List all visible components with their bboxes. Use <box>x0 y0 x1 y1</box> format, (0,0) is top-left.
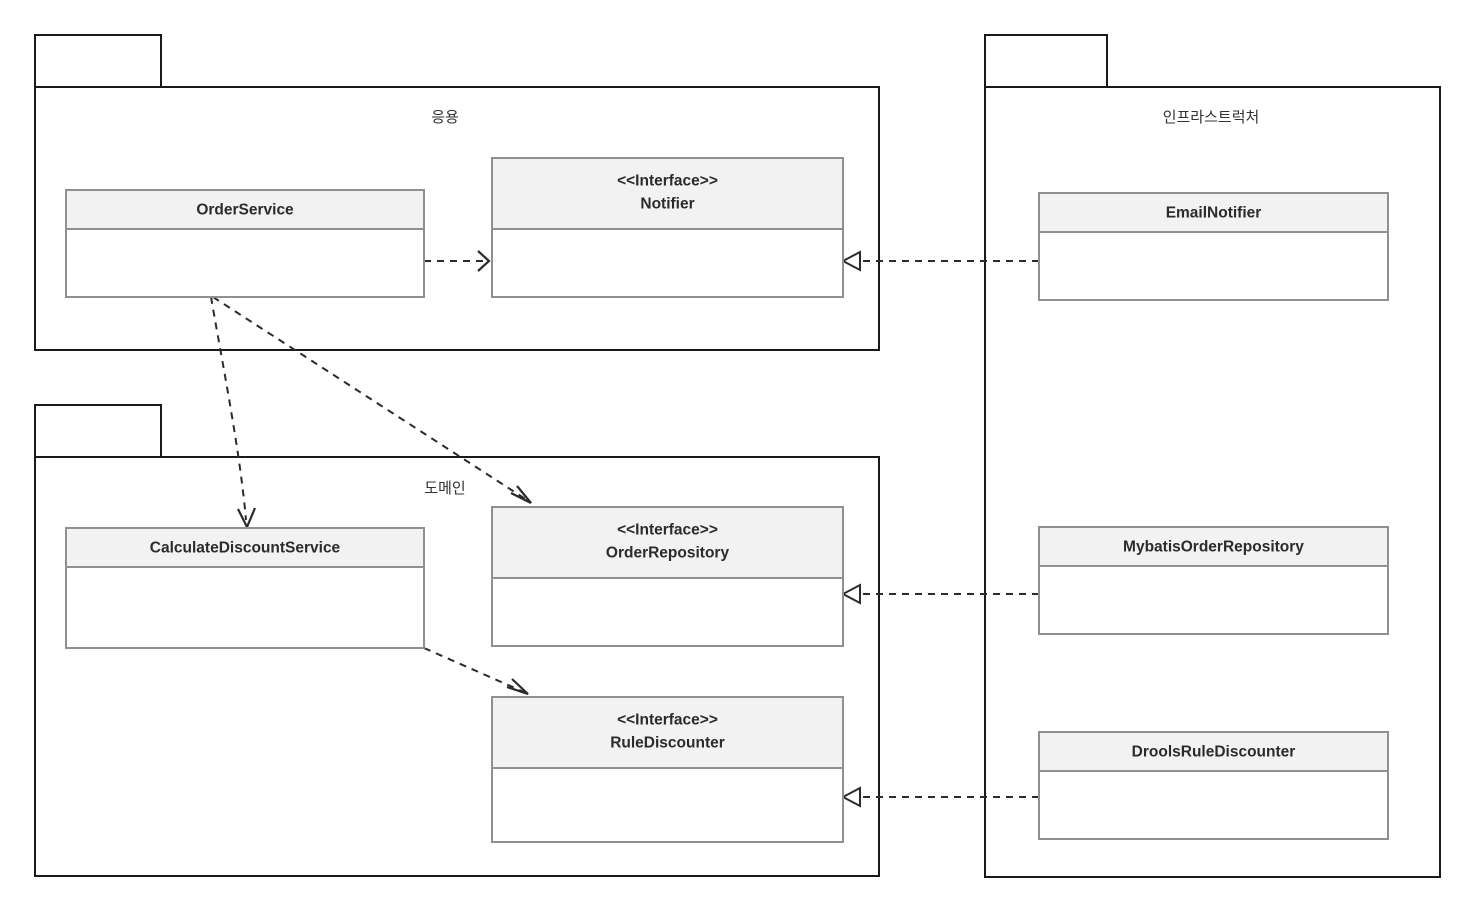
class-email-notifier[interactable]: EmailNotifier <box>1038 192 1389 301</box>
realization-arrowhead-mybatis-order-repository-to-order-repository <box>840 583 861 605</box>
class-stereotype-rule-discounter: <<Interface>> <box>617 712 718 729</box>
class-body-rule-discounter[interactable] <box>491 767 844 843</box>
package-label-application: 응용 <box>431 109 459 126</box>
realization-arrowhead-drools-rule-discounter-to-rule-discounter <box>840 786 861 808</box>
class-order-repository[interactable]: <<Interface>> OrderRepository <box>491 506 844 647</box>
class-name-drools-rule-discounter: DroolsRuleDiscounter <box>1132 744 1296 761</box>
package-tab-infrastructure <box>984 34 1108 88</box>
edge-email-notifier-to-notifier <box>840 250 1039 272</box>
class-body-notifier[interactable] <box>491 228 844 298</box>
class-header-notifier[interactable] <box>491 157 844 230</box>
package-tab-application <box>34 34 162 88</box>
class-name-order-repository: OrderRepository <box>606 545 730 562</box>
class-stereotype-notifier: <<Interface>> <box>617 173 718 190</box>
package-tab-domain <box>34 404 162 458</box>
class-body-mybatis-order-repository[interactable] <box>1038 565 1389 635</box>
class-body-order-repository[interactable] <box>491 577 844 647</box>
edge-mybatis-order-repository-to-order-repository <box>840 583 1039 605</box>
class-body-email-notifier[interactable] <box>1038 231 1389 301</box>
class-notifier[interactable]: <<Interface>> Notifier <box>491 157 844 298</box>
class-drools-rule-discounter[interactable]: DroolsRuleDiscounter <box>1038 731 1389 840</box>
class-header-order-repository[interactable] <box>491 506 844 579</box>
class-name-calculate-discount-service: CalculateDiscountService <box>150 540 341 557</box>
class-header-drools-rule-discounter[interactable] <box>1038 731 1389 772</box>
dependency-arrowhead-order-service-to-notifier <box>477 250 491 272</box>
class-name-rule-discounter: RuleDiscounter <box>610 735 725 752</box>
class-body-drools-rule-discounter[interactable] <box>1038 770 1389 840</box>
class-stereotype-order-repository: <<Interface>> <box>617 522 718 539</box>
class-header-order-service[interactable] <box>65 189 425 230</box>
edge-line-order-service-to-order-repository <box>212 296 528 501</box>
edge-calculate-discount-service-to-rule-discounter <box>423 647 529 696</box>
dependency-arrowhead-calculate-discount-service-to-rule-discounter <box>506 678 529 696</box>
class-rule-discounter[interactable]: <<Interface>> RuleDiscounter <box>491 696 844 843</box>
class-name-email-notifier: EmailNotifier <box>1166 205 1262 222</box>
edge-line-order-service-to-calculate-discount-service <box>210 296 247 521</box>
package-label-infrastructure: 인프라스트럭처 <box>1163 109 1260 126</box>
class-order-service[interactable]: OrderService <box>65 189 425 298</box>
realization-arrowhead-email-notifier-to-notifier <box>840 250 861 272</box>
class-calculate-discount-service[interactable]: CalculateDiscountService <box>65 527 425 649</box>
class-header-email-notifier[interactable] <box>1038 192 1389 233</box>
class-name-notifier: Notifier <box>640 196 694 213</box>
class-body-calculate-discount-service[interactable] <box>65 566 425 649</box>
edge-line-calculate-discount-service-to-rule-discounter <box>423 647 525 693</box>
edge-order-service-to-order-repository <box>212 296 532 504</box>
class-header-calculate-discount-service[interactable] <box>65 527 425 568</box>
edge-drools-rule-discounter-to-rule-discounter <box>840 786 1039 808</box>
class-header-mybatis-order-repository[interactable] <box>1038 526 1389 567</box>
class-name-mybatis-order-repository: MybatisOrderRepository <box>1123 539 1304 556</box>
class-header-rule-discounter[interactable] <box>491 696 844 769</box>
package-label-domain: 도메인 <box>424 480 465 497</box>
class-mybatis-order-repository[interactable]: MybatisOrderRepository <box>1038 526 1389 635</box>
dependency-arrowhead-order-service-to-order-repository <box>510 485 532 504</box>
class-name-order-service: OrderService <box>196 202 294 219</box>
class-body-order-service[interactable] <box>65 228 425 298</box>
classes-layer: OrderService <<Interface>> NotifierEmailNo… <box>65 157 1389 843</box>
edge-order-service-to-notifier <box>424 250 491 272</box>
